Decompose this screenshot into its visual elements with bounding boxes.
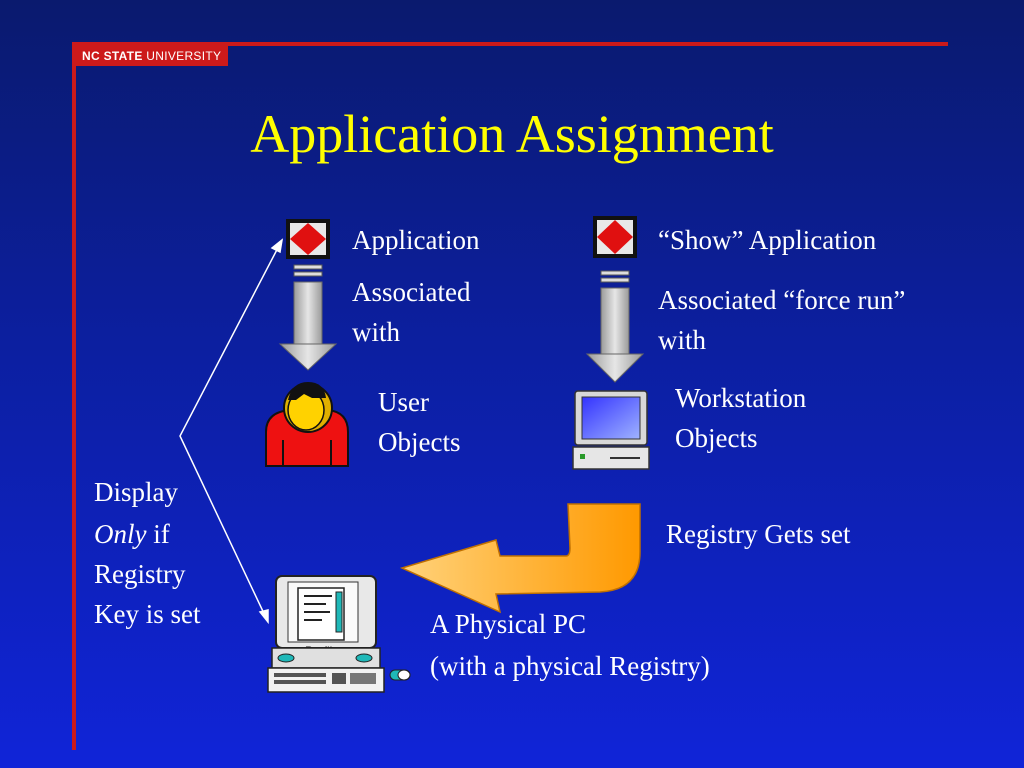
workstation-objects-label: Objects (675, 423, 758, 453)
down-arrow-icon (585, 270, 645, 383)
left-rule (72, 42, 76, 750)
physical-pc-label: A Physical PC (430, 609, 587, 639)
curved-arrow-icon (399, 503, 641, 614)
user-label: User (378, 387, 429, 417)
header-rule (74, 42, 948, 46)
show-application-label: “Show” Application (658, 225, 877, 255)
display-note-line2: Only if (94, 514, 170, 554)
logo-bold: NC STATE (82, 49, 143, 63)
associated-label: Associated (352, 277, 471, 307)
page-title: Application Assignment (250, 104, 774, 164)
registry-gets-set-label: Registry Gets set (666, 519, 851, 549)
application-label: Application (352, 225, 480, 255)
show-application-icon (593, 216, 637, 258)
application-icon (286, 219, 330, 259)
associated-force-run-label: Associated “force run” (658, 285, 906, 315)
down-arrow-icon (278, 264, 338, 371)
user-icon (265, 382, 349, 467)
display-note-line1: Display (94, 477, 178, 507)
logo-rest: UNIVERSITY (146, 49, 222, 63)
display-connector (179, 238, 284, 625)
display-note-line4: Key is set (94, 599, 201, 629)
workstation-icon (572, 390, 650, 470)
display-note-line3: Registry (94, 559, 186, 589)
workstation-label: Workstation (675, 383, 807, 413)
physical-pc-icon: Profile (267, 575, 411, 693)
right-with-label: with (658, 325, 707, 355)
physical-registry-label: (with a physical Registry) (430, 651, 710, 681)
if-text: if (146, 519, 170, 549)
with-label: with (352, 317, 401, 347)
only-emphasis: Only (94, 519, 147, 549)
university-logo: NC STATE UNIVERSITY (76, 46, 228, 66)
objects-label: Objects (378, 427, 461, 457)
